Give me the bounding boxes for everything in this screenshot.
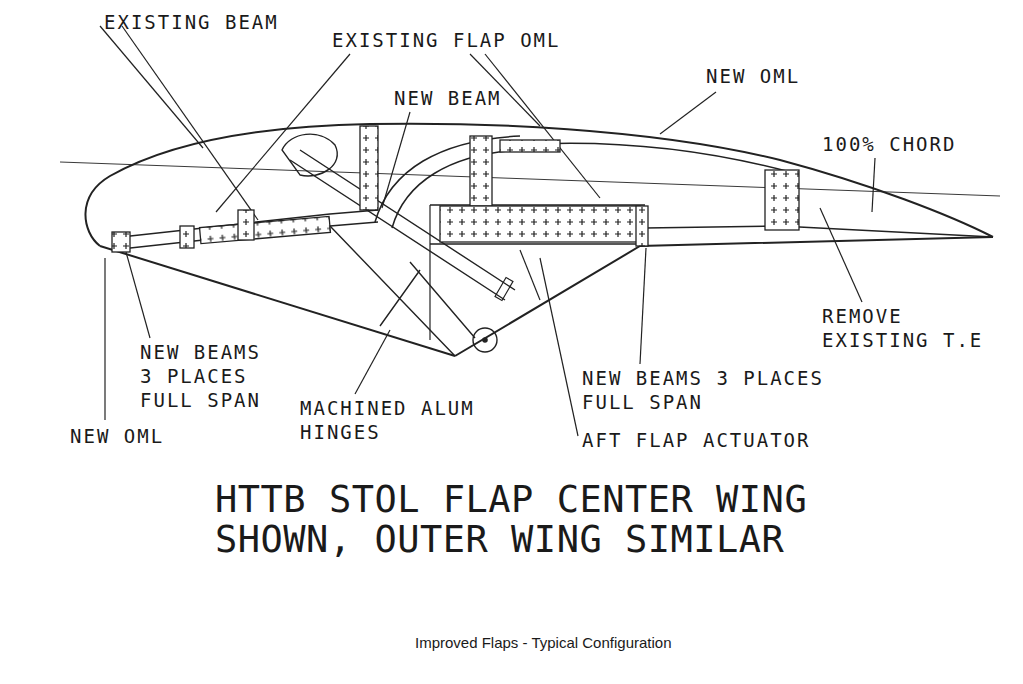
figure-caption: Improved Flaps - Typical Configuration [415,634,672,651]
figure-title: HTTB STOL FLAP CENTER WING SHOWN, OUTER … [215,480,827,560]
part-label: NEW BEAMS 3 PLACES FULL SPAN [140,340,278,412]
part-label: EXISTING BEAM [104,10,344,34]
part-label: 100% CHORD [822,132,1012,156]
part-label: NEW BEAMS 3 PLACES FULL SPAN [582,366,847,414]
part-label: REMOVE EXISTING T.E [822,304,1007,352]
part-label: EXISTING FLAP OML [332,28,632,52]
part-label: NEW BEAM [394,86,554,110]
part-label: AFT FLAP ACTUATOR [582,428,882,452]
part-label: MACHINED ALUM HINGES [300,396,495,444]
part-label: NEW OML [70,424,190,448]
part-label: NEW OML [706,64,846,88]
